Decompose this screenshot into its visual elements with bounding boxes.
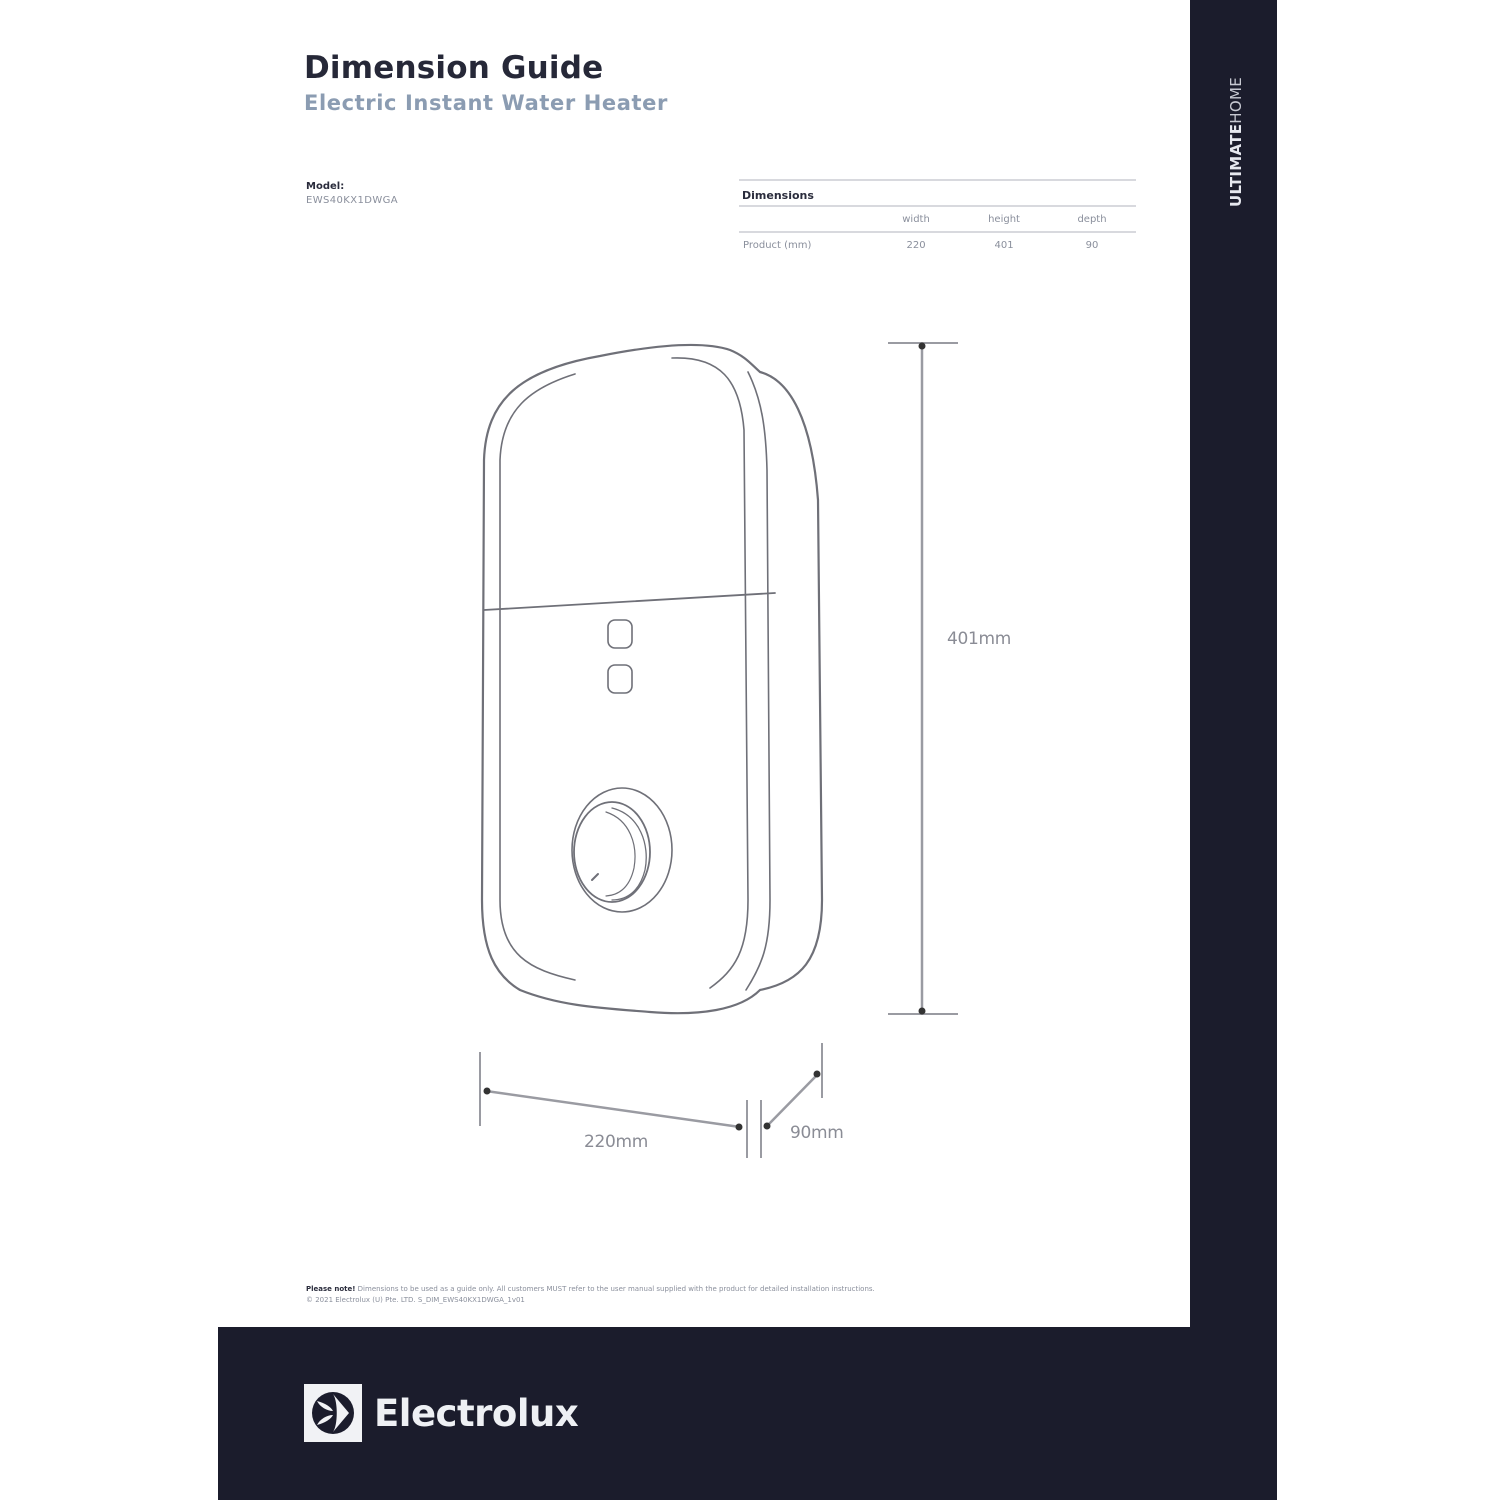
disclaimer: Please note! Dimensions to be used as a … — [306, 1284, 1166, 1295]
table-rule — [739, 205, 1136, 207]
indicator-light-bottom — [607, 664, 633, 694]
electrolux-emblem-icon — [304, 1384, 362, 1442]
heater-outer-outline — [480, 343, 824, 1015]
width-dimension-label: 220mm — [584, 1132, 649, 1152]
bottom-brand-band — [218, 1327, 1277, 1500]
depth-arrow-right — [813, 1070, 821, 1078]
depth-dimension-line — [767, 1074, 818, 1126]
heater-side-line — [745, 371, 771, 991]
model-info: Model: EWS40KX1DWGA — [306, 181, 398, 206]
height-value: 401 — [994, 239, 1014, 251]
column-header-depth: depth — [1077, 213, 1107, 225]
copyright: © 2021 Electrolux (U) Pte. LTD. S_DIM_EW… — [306, 1296, 525, 1304]
electrolux-logo: Electrolux — [304, 1384, 579, 1442]
table-row: Product (mm) 220 401 90 — [739, 233, 1136, 257]
width-arrow-left — [483, 1087, 491, 1095]
table-header-row: width height depth — [739, 207, 1136, 231]
column-header-width: width — [902, 213, 930, 225]
knob-grip — [611, 807, 647, 901]
model-label: Model: — [306, 181, 345, 192]
knob-grip-inner — [605, 811, 636, 897]
depth-dimension-label: 90mm — [790, 1123, 844, 1143]
page-subtitle: Electric Instant Water Heater — [304, 91, 668, 115]
table-rule — [739, 179, 1136, 181]
height-arrow-top — [918, 342, 926, 350]
knob-outer-ring — [571, 787, 673, 913]
depth-arrow-left — [763, 1122, 771, 1130]
electrolux-wordmark: Electrolux — [374, 1391, 579, 1435]
width-value: 220 — [906, 239, 926, 251]
disclaimer-text: Dimensions to be used as a guide only. A… — [355, 1285, 875, 1293]
row-label: Product (mm) — [743, 239, 812, 251]
table-heading: Dimensions — [742, 189, 814, 202]
depth-value: 90 — [1085, 239, 1099, 251]
height-arrow-bottom — [918, 1007, 926, 1015]
width-dimension-line — [485, 1089, 741, 1129]
column-header-height: height — [988, 213, 1020, 225]
disclaimer-lead: Please note! — [306, 1285, 356, 1293]
footer-note: Please note! Dimensions to be used as a … — [306, 1284, 1166, 1306]
knob-pointer — [591, 873, 599, 881]
panel-divider — [483, 592, 776, 611]
height-dimension-label: 401mm — [947, 629, 1012, 649]
width-arrow-right — [735, 1123, 743, 1131]
dimensions-table: Dimensions width height depth Product (m… — [739, 179, 1136, 257]
model-number: EWS40KX1DWGA — [306, 195, 399, 206]
table-rule — [739, 231, 1136, 233]
page-title: Dimension Guide — [304, 50, 604, 86]
right-brand-strip — [1190, 0, 1277, 1500]
heater-front-face-right — [671, 357, 749, 989]
indicator-light-top — [607, 619, 633, 649]
heater-front-face — [499, 373, 576, 981]
knob — [573, 801, 651, 903]
